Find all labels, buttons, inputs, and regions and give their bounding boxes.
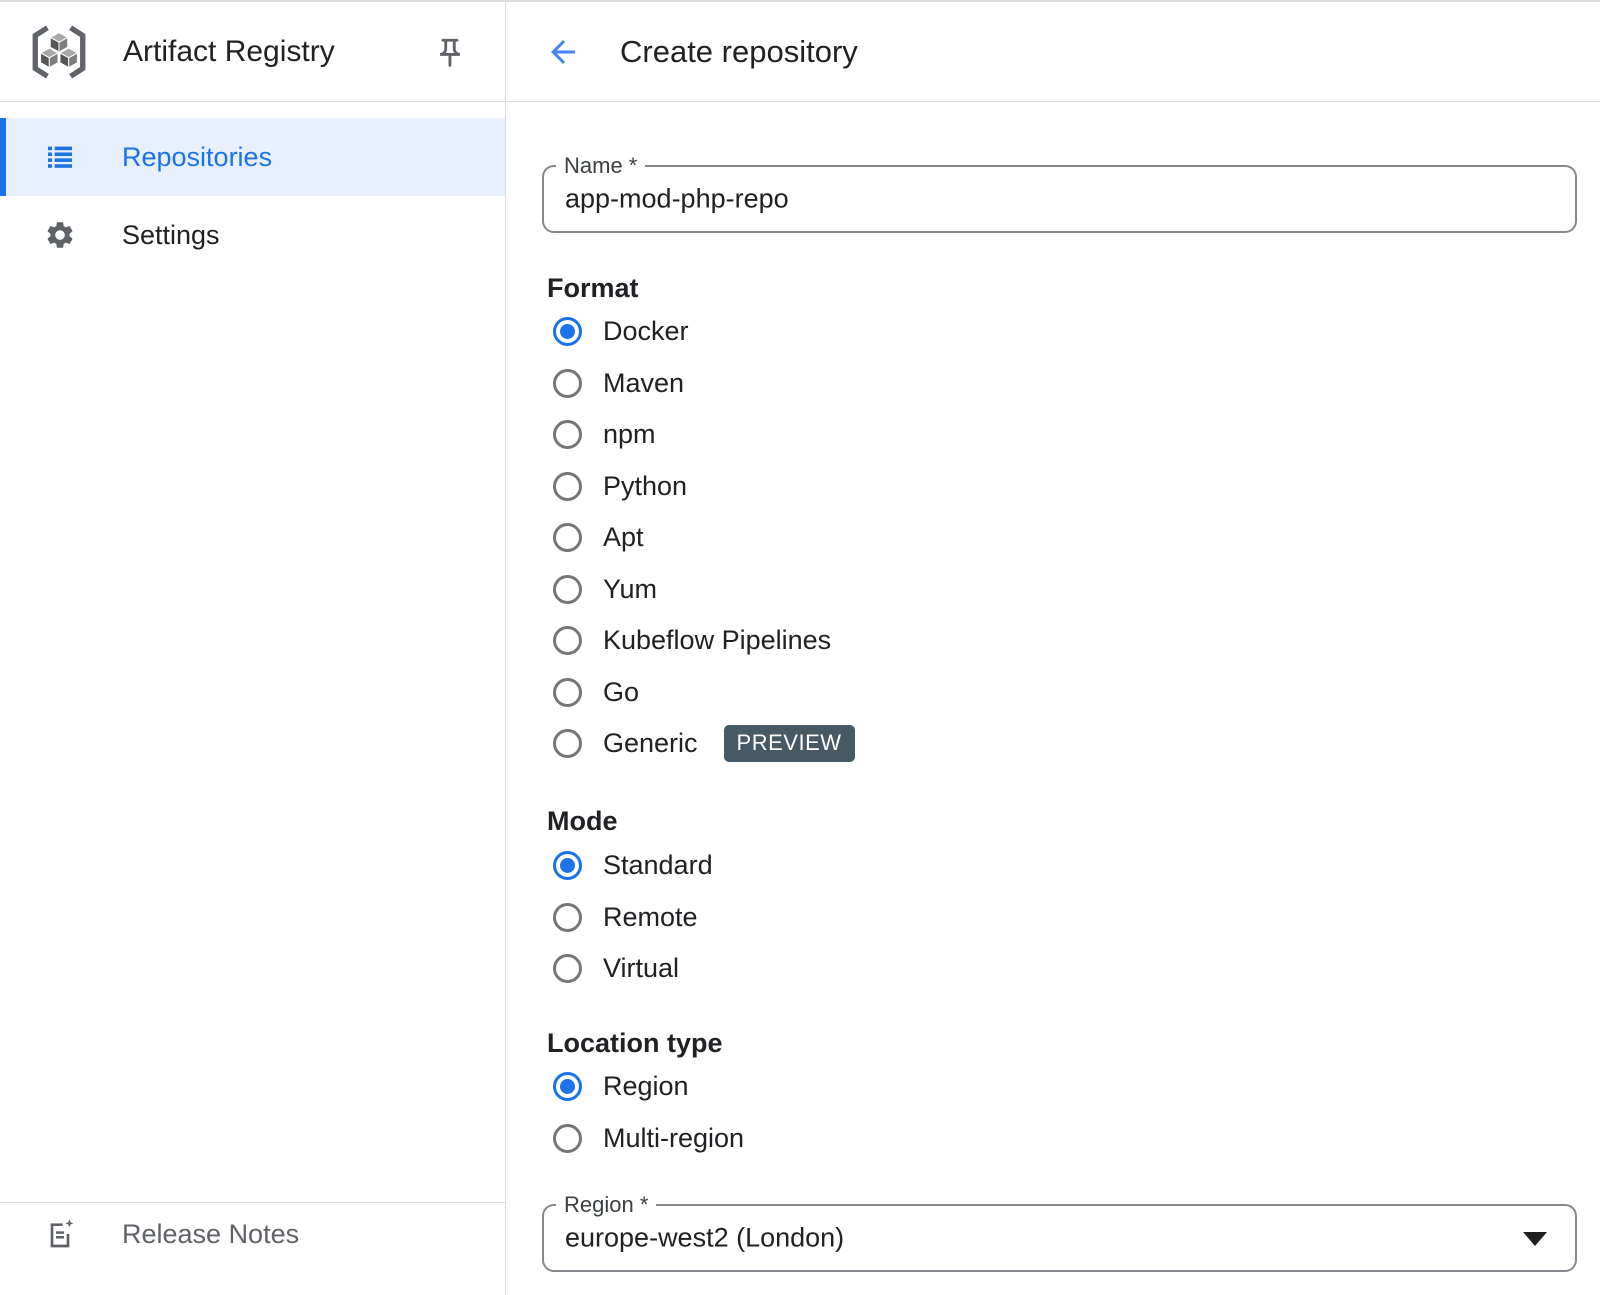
region-select[interactable]: Region * europe-west2 (London) bbox=[542, 1192, 1577, 1272]
radio-option-label: Maven bbox=[603, 367, 685, 398]
radio-option-label: Multi-region bbox=[603, 1122, 745, 1153]
artifact-registry-logo bbox=[32, 25, 86, 79]
radio-unselected-icon[interactable] bbox=[553, 677, 582, 707]
radio-option-go[interactable]: Go bbox=[507, 667, 1600, 719]
preview-badge: PREVIEW bbox=[723, 725, 855, 763]
name-field[interactable]: Name * app-mod-php-repo bbox=[542, 153, 1577, 233]
radio-option-generic[interactable]: Generic PREVIEW bbox=[507, 718, 1600, 770]
radio-option-label: Go bbox=[603, 676, 640, 707]
sidebar-header: Artifact Registry bbox=[0, 2, 505, 102]
radio-option-npm[interactable]: npm bbox=[507, 409, 1600, 461]
radio-option-multi-region[interactable]: Multi-region bbox=[507, 1113, 1600, 1165]
pin-icon[interactable] bbox=[433, 36, 467, 70]
radio-option-label: Remote bbox=[603, 901, 698, 932]
name-field-value: app-mod-php-repo bbox=[565, 183, 789, 214]
radio-option-maven[interactable]: Maven bbox=[507, 358, 1600, 410]
gear-icon bbox=[47, 222, 73, 248]
radio-unselected-icon[interactable] bbox=[553, 1123, 582, 1153]
radio-option-apt[interactable]: Apt bbox=[507, 512, 1600, 564]
radio-unselected-icon[interactable] bbox=[553, 729, 582, 759]
radio-option-label: Region bbox=[603, 1071, 689, 1102]
radio-option-standard[interactable]: Standard bbox=[507, 840, 1600, 892]
back-arrow-icon[interactable] bbox=[545, 34, 581, 70]
mode-section-label: Mode bbox=[547, 806, 618, 836]
radio-selected-icon[interactable] bbox=[553, 1072, 582, 1102]
radio-selected-icon[interactable] bbox=[553, 851, 582, 881]
region-select-value: europe-west2 (London) bbox=[565, 1222, 845, 1253]
radio-option-label: Standard bbox=[603, 850, 713, 881]
sidebar: Artifact Registry Repositories Settings bbox=[0, 2, 506, 1295]
radio-unselected-icon[interactable] bbox=[553, 471, 582, 501]
radio-option-kubeflow-pipelines[interactable]: Kubeflow Pipelines bbox=[507, 615, 1600, 667]
page-title: Create repository bbox=[620, 34, 858, 69]
radio-option-label: Apt bbox=[603, 522, 644, 553]
name-field-label: Name * bbox=[556, 153, 646, 179]
radio-option-label: Kubeflow Pipelines bbox=[603, 625, 832, 656]
sidebar-footer: Release Notes bbox=[0, 1202, 505, 1295]
format-section-label: Format bbox=[547, 273, 639, 303]
list-icon bbox=[48, 146, 72, 168]
sidebar-nav: Repositories Settings bbox=[0, 118, 505, 274]
radio-option-virtual[interactable]: Virtual bbox=[507, 943, 1600, 995]
radio-option-label: Yum bbox=[603, 573, 658, 604]
radio-unselected-icon[interactable] bbox=[553, 626, 582, 656]
sidebar-item-label: Settings bbox=[122, 219, 220, 250]
radio-option-remote[interactable]: Remote bbox=[507, 892, 1600, 944]
sidebar-item-label: Repositories bbox=[122, 141, 273, 172]
sidebar-title: Artifact Registry bbox=[123, 34, 335, 68]
sidebar-item-release-notes[interactable]: Release Notes bbox=[0, 1203, 505, 1265]
radio-option-label: Docker bbox=[603, 316, 689, 347]
radio-unselected-icon[interactable] bbox=[553, 574, 582, 604]
main-content: Create repository Name * app-mod-php-rep… bbox=[507, 2, 1600, 1295]
radio-option-region[interactable]: Region bbox=[507, 1061, 1600, 1113]
page-top-divider bbox=[0, 0, 1600, 2]
radio-option-label: npm bbox=[603, 419, 656, 450]
radio-option-label: Python bbox=[603, 470, 688, 501]
radio-unselected-icon[interactable] bbox=[553, 523, 582, 553]
main-header: Create repository bbox=[507, 2, 1600, 102]
radio-option-python[interactable]: Python bbox=[507, 461, 1600, 513]
dropdown-caret-icon bbox=[1523, 1232, 1547, 1246]
radio-unselected-icon[interactable] bbox=[553, 954, 582, 984]
radio-option-label: Virtual bbox=[603, 953, 680, 984]
radio-option-label: Generic bbox=[603, 728, 698, 759]
region-select-label: Region * bbox=[556, 1192, 657, 1218]
location-type-section-label: Location type bbox=[547, 1028, 723, 1058]
radio-unselected-icon[interactable] bbox=[553, 420, 582, 450]
sidebar-item-settings[interactable]: Settings bbox=[0, 196, 505, 274]
radio-option-yum[interactable]: Yum bbox=[507, 564, 1600, 616]
radio-unselected-icon[interactable] bbox=[553, 368, 582, 398]
radio-selected-icon[interactable] bbox=[553, 317, 582, 347]
radio-unselected-icon[interactable] bbox=[553, 902, 582, 932]
release-notes-icon bbox=[50, 1219, 74, 1248]
sidebar-item-repositories[interactable]: Repositories bbox=[0, 118, 505, 196]
radio-option-docker[interactable]: Docker bbox=[507, 306, 1600, 358]
sidebar-item-label: Release Notes bbox=[122, 1218, 300, 1249]
